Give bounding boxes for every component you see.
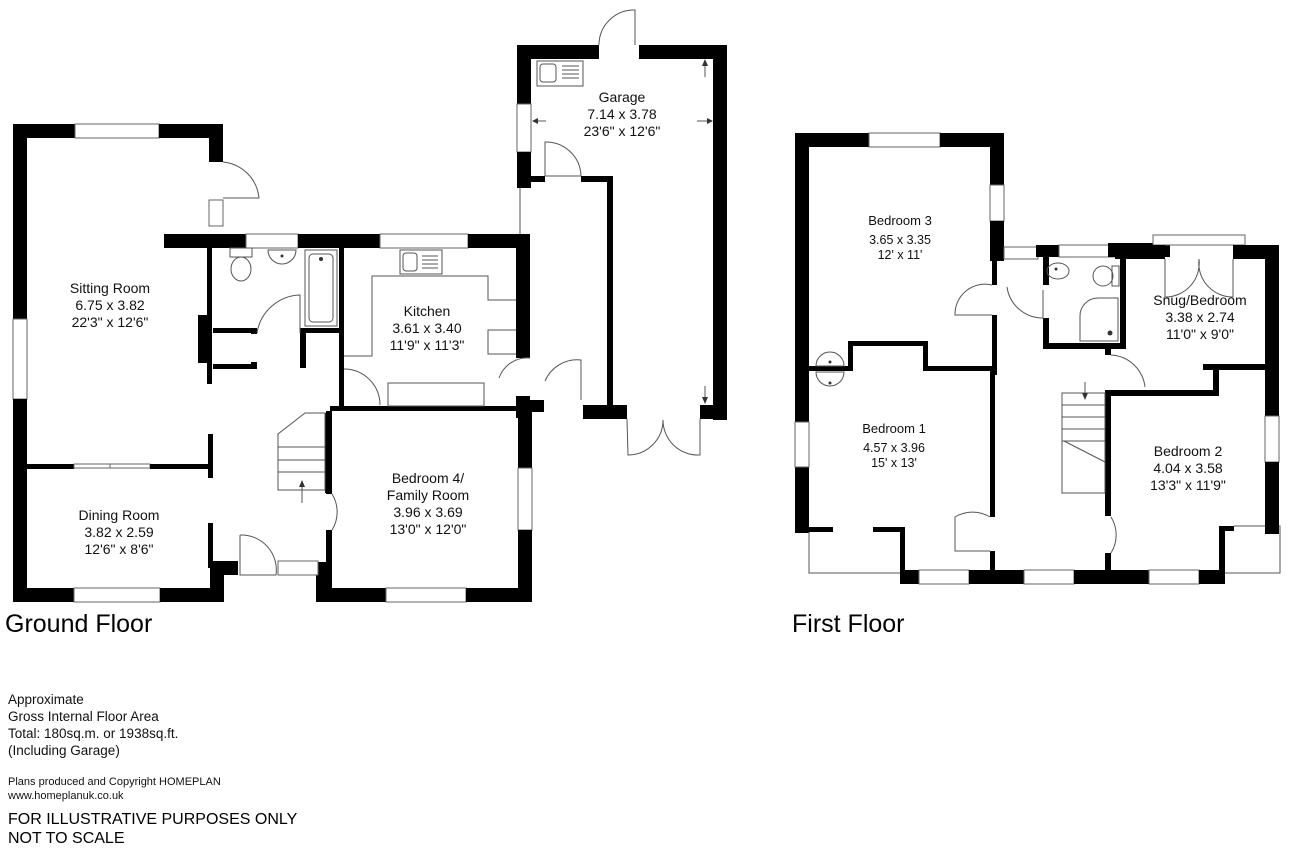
room-label-dining-room: Dining Room 3.82 x 2.59 12'6" x 8'6" <box>79 507 160 558</box>
room-label-bedroom-3: Bedroom 3 3.65 x 3.35 12' x 11' <box>868 213 932 263</box>
room-label-sitting-room: Sitting Room 6.75 x 3.82 22'3" x 12'6" <box>70 280 150 331</box>
room-dim-metric: 6.75 x 3.82 <box>75 297 145 314</box>
room-dim-imperial: 12' x 11' <box>877 248 923 263</box>
room-dim-metric: 7.14 x 3.78 <box>587 106 657 123</box>
ground-floor-walls <box>12 123 544 603</box>
copyright-line: Plans produced and Copyright HOMEPLAN <box>8 776 221 788</box>
first-floor-fixtures <box>815 258 1234 554</box>
room-label-kitchen: Kitchen 3.61 x 3.40 11'9" x 11'3" <box>390 303 465 354</box>
room-name: Bedroom 2 <box>1153 443 1223 459</box>
room-dim-imperial: 13'3" x 11'9" <box>1150 477 1226 494</box>
room-dim-imperial: 15' x 13' <box>871 456 917 471</box>
room-dim-imperial: 12'6" x 8'6" <box>84 541 154 558</box>
room-name: Bedroom 1 <box>862 421 926 436</box>
first-floor-walls <box>794 132 1281 585</box>
area-note-total: Total: 180sq.m. or 1938sq.ft. <box>8 726 179 741</box>
room-dim-metric: 3.96 x 3.69 <box>393 504 463 521</box>
room-name: Kitchen <box>403 303 451 319</box>
room-dim-imperial: 11'0" x 9'0" <box>1166 326 1234 343</box>
disclaimer-line: NOT TO SCALE <box>8 830 125 847</box>
copyright-website: www.homeplanuk.co.uk <box>8 790 124 802</box>
area-note-line: (Including Garage) <box>8 743 120 758</box>
room-name: Garage <box>598 89 646 105</box>
room-dim-metric: 3.82 x 2.59 <box>84 524 154 541</box>
room-dim-metric: 3.38 x 2.74 <box>1165 309 1235 326</box>
room-label-bedroom-1: Bedroom 1 4.57 x 3.96 15' x 13' <box>862 421 926 471</box>
room-name: Snug/Bedroom <box>1153 292 1247 308</box>
room-name: Dining Room <box>78 507 160 523</box>
room-dim-imperial: 11'9" x 11'3" <box>389 337 465 354</box>
room-dim-imperial: 23'6" x 12'6" <box>583 123 661 140</box>
area-note-line: Approximate <box>8 692 84 707</box>
first-floor-title: First Floor <box>792 610 905 638</box>
room-dim-imperial: 22'3" x 12'6" <box>71 314 149 331</box>
room-name: Bedroom 3 <box>868 213 932 228</box>
ground-floor-fixtures <box>222 9 713 576</box>
floor-area-notes: Approximate Gross Internal Floor Area To… <box>8 691 178 759</box>
room-label-snug-bedroom: Snug/Bedroom 3.38 x 2.74 11'0" x 9'0" <box>1153 292 1246 343</box>
room-dim-metric: 3.61 x 3.40 <box>392 320 462 337</box>
area-note-line: Gross Internal Floor Area <box>8 709 159 724</box>
copyright-notice: Plans produced and Copyright HOMEPLAN ww… <box>8 775 221 803</box>
room-dim-metric: 4.57 x 3.96 <box>863 440 925 455</box>
room-dim-metric: 3.65 x 3.35 <box>869 232 931 247</box>
room-label-garage: Garage 7.14 x 3.78 23'6" x 12'6" <box>584 89 661 140</box>
room-dim-imperial: 13'0" x 12'0" <box>389 521 467 538</box>
room-label-bedroom-4: Bedroom 4/ Family Room 3.96 x 3.69 13'0"… <box>387 470 469 538</box>
disclaimer-line: FOR ILLUSTRATIVE PURPOSES ONLY <box>8 811 298 828</box>
room-dim-metric: 4.04 x 3.58 <box>1153 460 1223 477</box>
ground-floor-title: Ground Floor <box>5 610 153 638</box>
room-name: Sitting Room <box>69 280 151 296</box>
disclaimer: FOR ILLUSTRATIVE PURPOSES ONLY NOT TO SC… <box>8 810 297 848</box>
garage-walls <box>516 45 727 420</box>
room-label-bedroom-2: Bedroom 2 4.04 x 3.58 13'3" x 11'9" <box>1150 443 1226 494</box>
room-name-line1: Bedroom 4/ <box>391 470 465 486</box>
room-name-line2: Family Room <box>386 487 470 504</box>
